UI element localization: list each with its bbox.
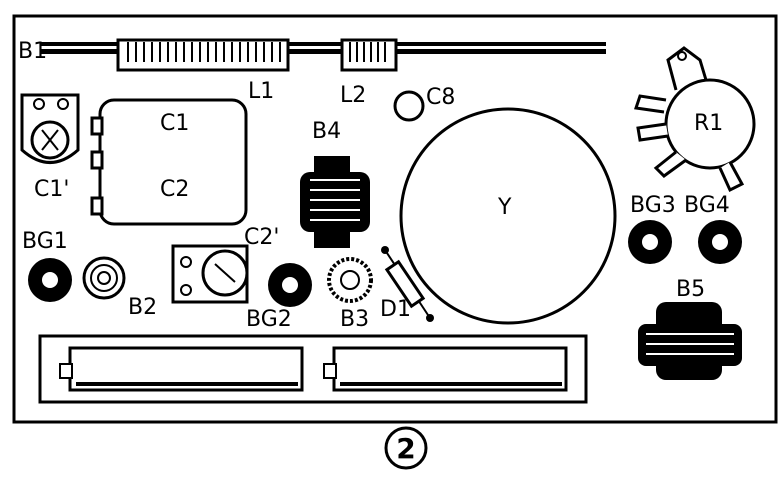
potentiometer-r1 bbox=[634, 46, 756, 193]
trimmer-c2p bbox=[171, 244, 249, 304]
transformer-b5 bbox=[638, 302, 742, 380]
label-bg4: BG4 bbox=[684, 193, 730, 218]
coil-l2 bbox=[340, 38, 398, 72]
label-b2: B2 bbox=[128, 295, 157, 320]
socket-bg3 bbox=[628, 220, 672, 264]
figure-number: 2 bbox=[396, 432, 415, 465]
label-y: Y bbox=[497, 195, 512, 220]
label-r1: R1 bbox=[694, 111, 723, 136]
gang-capacitor-c1-c2 bbox=[90, 98, 248, 226]
label-c1p: C1' bbox=[34, 177, 69, 202]
label-b5: B5 bbox=[676, 277, 705, 302]
diode-d1 bbox=[381, 246, 434, 322]
transformer-b4 bbox=[300, 156, 370, 248]
label-b1: B1 bbox=[18, 39, 47, 64]
coil-l1 bbox=[116, 38, 290, 72]
speaker-y bbox=[399, 107, 617, 325]
label-bg2: BG2 bbox=[246, 307, 292, 332]
socket-bg4 bbox=[698, 220, 742, 264]
label-bg3: BG3 bbox=[630, 193, 676, 218]
label-c8: C8 bbox=[426, 85, 455, 110]
label-d1: D1 bbox=[380, 297, 411, 322]
label-l2: L2 bbox=[340, 83, 366, 108]
label-c2p: C2' bbox=[244, 225, 279, 250]
coil-b2 bbox=[82, 256, 126, 300]
trimmer-c1p bbox=[20, 93, 80, 164]
label-b4: B4 bbox=[312, 119, 341, 144]
socket-bg1 bbox=[28, 258, 72, 302]
label-l1: L1 bbox=[248, 79, 274, 104]
battery-holder-tray bbox=[38, 334, 588, 404]
figure-number-badge: 2 bbox=[384, 426, 428, 470]
socket-bg2 bbox=[268, 263, 312, 307]
label-c2: C2 bbox=[160, 177, 189, 202]
capacitor-c8 bbox=[393, 90, 425, 122]
label-b3: B3 bbox=[340, 307, 369, 332]
label-bg1: BG1 bbox=[22, 229, 68, 254]
label-c1: C1 bbox=[160, 111, 189, 136]
toroid-b3 bbox=[327, 257, 373, 303]
